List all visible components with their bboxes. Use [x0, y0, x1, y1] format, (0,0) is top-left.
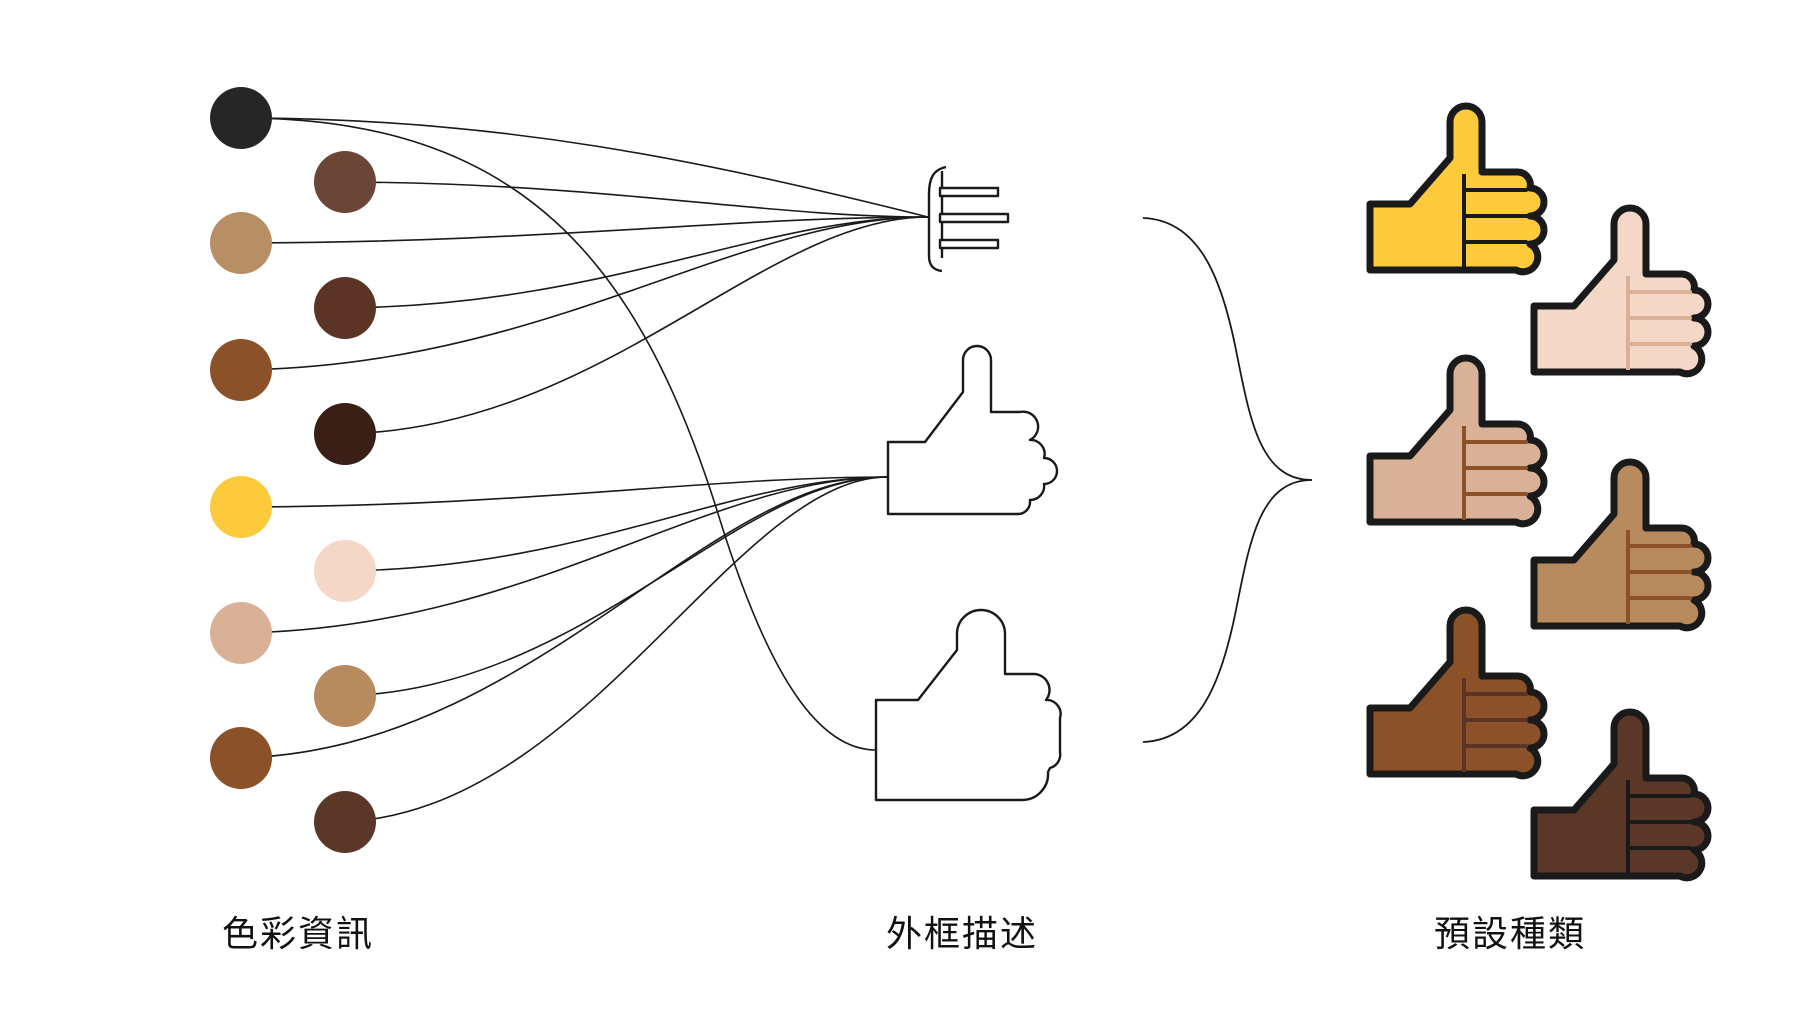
- color-info-label: 色彩資訊: [221, 914, 375, 955]
- connector-line: [228, 476, 889, 508]
- tan-swatch: [210, 212, 272, 274]
- brown-swatch: [314, 277, 376, 339]
- dark-swatch: [314, 791, 376, 853]
- preset-variants: [1366, 102, 1712, 882]
- thumbs-up-light-icon: [1530, 204, 1712, 378]
- connector-line: [228, 216, 929, 371]
- connector-line: [332, 216, 929, 309]
- connector-line: [332, 476, 889, 572]
- medium-dark-swatch: [210, 727, 272, 789]
- connector-line: [332, 216, 929, 435]
- darkest-swatch: [314, 403, 376, 465]
- connector-line: [240, 117, 877, 751]
- connector-line: [228, 476, 889, 759]
- medium-brown-swatch: [210, 339, 272, 401]
- curly-brace: [1142, 217, 1313, 743]
- connector-line: [228, 476, 889, 634]
- hand-outline-large-icon: [874, 608, 1062, 802]
- hand-outline-medium-icon: [886, 344, 1059, 516]
- connector-line: [332, 181, 929, 218]
- thumbs-up-dark-icon: [1530, 708, 1712, 882]
- outline-descriptions: [874, 165, 1062, 802]
- connector-line: [332, 476, 889, 697]
- thumbs-up-medium-light-icon: [1366, 354, 1548, 528]
- thumbs-up-medium-dark-icon: [1366, 606, 1548, 780]
- light-medium-swatch: [210, 602, 272, 664]
- black-swatch: [210, 87, 272, 149]
- color-swatches: [210, 87, 376, 853]
- connector-line: [332, 476, 889, 823]
- outline-description-label: 外框描述: [885, 914, 1039, 955]
- finger-outline-icon: [927, 165, 1010, 273]
- preset-types-label: 預設種類: [1433, 914, 1587, 955]
- connector-line: [228, 216, 929, 244]
- light-swatch: [314, 540, 376, 602]
- thumbs-up-yellow-icon: [1366, 102, 1548, 276]
- dark-brown-swatch: [314, 151, 376, 213]
- thumbs-up-medium-icon: [1530, 458, 1712, 632]
- medium-swatch: [314, 665, 376, 727]
- yellow-swatch: [210, 476, 272, 538]
- connector-line: [240, 117, 929, 218]
- connector-lines: [228, 117, 929, 823]
